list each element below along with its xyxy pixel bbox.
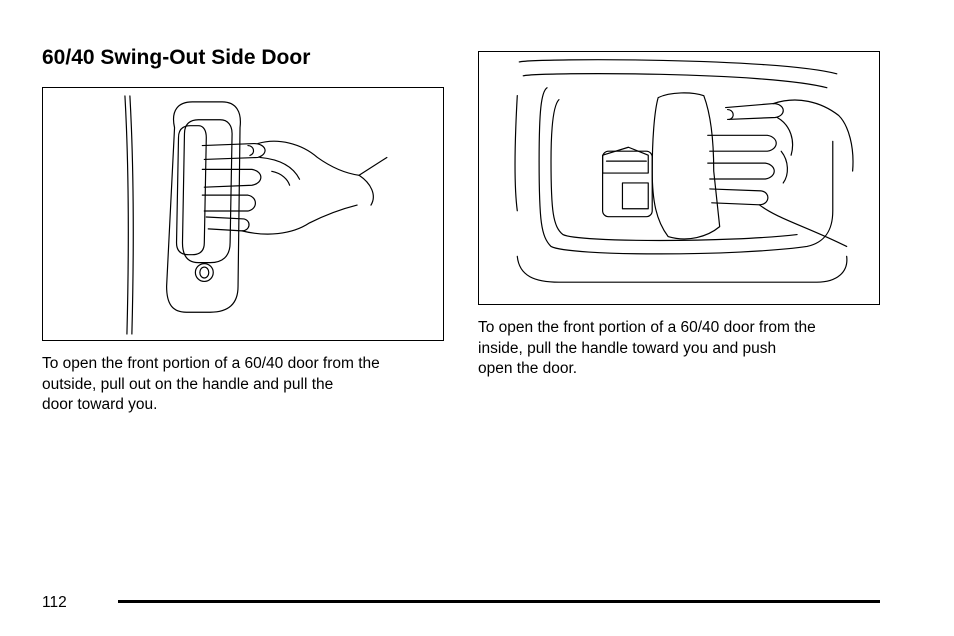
inside-door-handle-illustration: [478, 51, 880, 305]
lock-keyhole: [199, 266, 210, 279]
handle-lever: [175, 125, 207, 256]
hand-back: [257, 140, 388, 176]
caption-line: To open the front portion of a 60/40 doo…: [42, 355, 380, 372]
footer-rule: [118, 600, 880, 603]
inside-opening-caption: To open the front portion of a 60/40 doo…: [478, 318, 878, 380]
handle-recess: [181, 119, 233, 264]
caption-line: To open the front portion of a 60/40 doo…: [478, 319, 816, 336]
outside-door-handle-illustration: [42, 87, 444, 341]
page-number: 112: [42, 594, 67, 611]
handle-bezel-inner: [550, 99, 798, 242]
door-edge-line: [124, 95, 129, 335]
caption-line: outside, pull out on the handle and pull…: [42, 375, 334, 393]
caption-line: inside, pull the handle toward you and p…: [478, 339, 777, 357]
lock-switch-window: [621, 182, 649, 210]
lock-switch-tab: [602, 146, 649, 174]
knuckle-line: [271, 170, 291, 186]
knuckle-line: [780, 150, 788, 184]
finger-2: [707, 134, 777, 152]
hand-back: [772, 99, 854, 172]
handle-bezel: [166, 101, 241, 313]
handle-lever: [651, 92, 721, 240]
hand-lower: [241, 204, 358, 235]
wrist: [358, 174, 374, 206]
handle-bezel: [538, 87, 834, 255]
trim-panel-outer: [514, 95, 518, 212]
finger-3: [707, 162, 775, 180]
trim-panel-outer: [516, 255, 848, 283]
inside-handle-drawing: [514, 59, 854, 283]
caption-line: door toward you.: [42, 396, 158, 413]
outside-handle-drawing: [124, 95, 388, 335]
finger-1: [725, 102, 784, 121]
fingernail: [727, 108, 734, 121]
finger-3: [201, 194, 256, 212]
section-heading: 60/40 Swing-Out Side Door: [42, 46, 311, 69]
door-edge-line: [129, 95, 134, 335]
outside-opening-caption: To open the front portion of a 60/40 doo…: [42, 354, 442, 416]
knuckle-line: [776, 116, 794, 156]
hand-lower: [758, 204, 848, 248]
finger-4: [205, 216, 250, 232]
trim-panel-outer: [522, 73, 828, 89]
lock-cylinder: [194, 263, 214, 283]
trim-panel-outer: [518, 59, 838, 75]
thumb: [259, 156, 301, 180]
finger-4: [709, 188, 769, 206]
finger-1: [201, 142, 266, 161]
fingernail: [247, 144, 255, 157]
finger-2: [201, 168, 262, 188]
caption-line: open the door.: [478, 360, 578, 377]
